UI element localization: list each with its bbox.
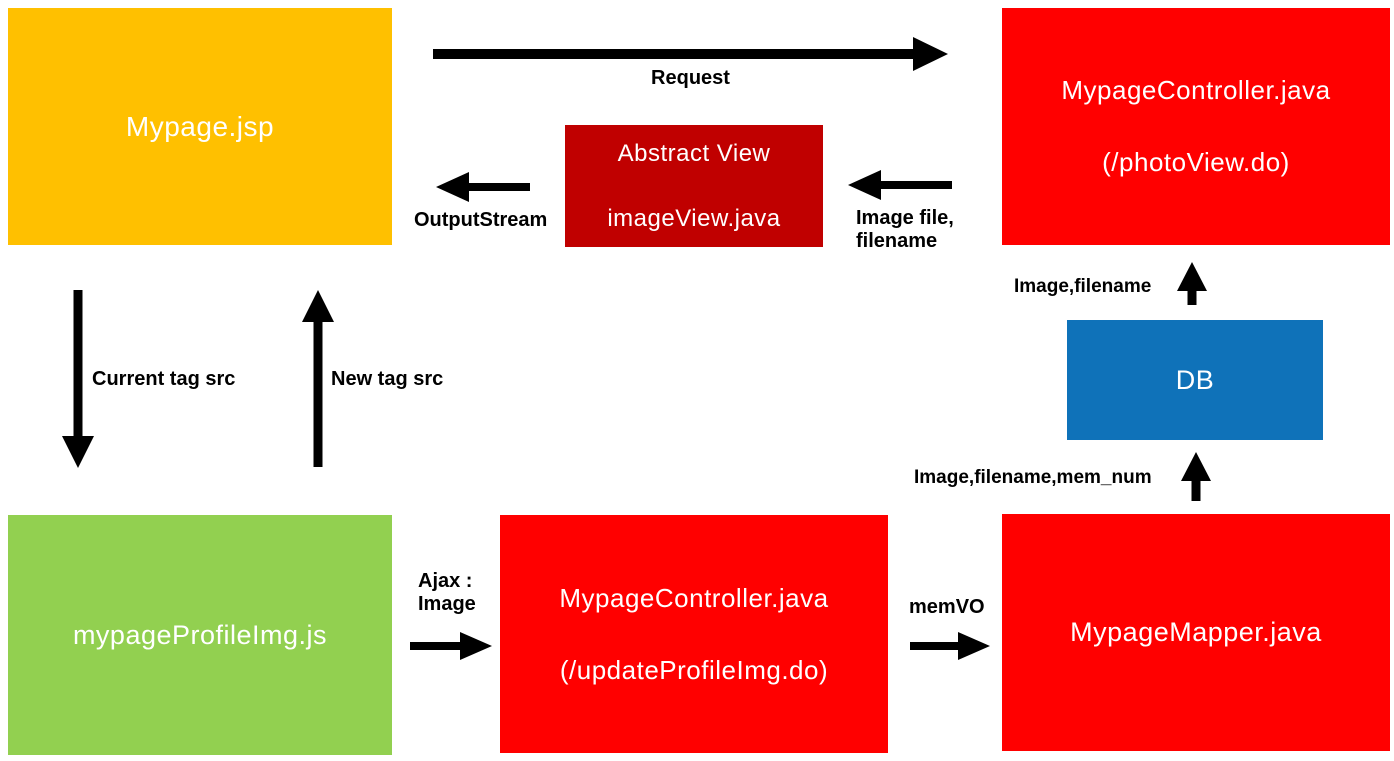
ajax-label-line2: Image bbox=[418, 593, 476, 615]
memvo-arrow bbox=[910, 632, 990, 660]
image-filename-label: Image,filename bbox=[1014, 276, 1152, 297]
node-label-line1: Abstract View bbox=[617, 139, 771, 167]
ajax-image-arrow bbox=[410, 632, 492, 660]
current-tag-src-label: Current tag src bbox=[92, 368, 236, 390]
node-db: DB bbox=[1067, 320, 1323, 440]
new-tag-src-label: New tag src bbox=[331, 368, 444, 390]
db-to-controller-arrow bbox=[1177, 262, 1207, 305]
request-arrow bbox=[433, 37, 948, 71]
node-label: DB bbox=[1175, 364, 1215, 395]
node-mypageprofileimg-js: mypageProfileImg.js bbox=[8, 515, 392, 755]
node-abstract-view: Abstract View imageView.java bbox=[565, 125, 823, 247]
new-tag-src-arrow bbox=[302, 290, 334, 467]
outputstream-label: OutputStream bbox=[414, 209, 548, 231]
ajax-image-label: Ajax : Image bbox=[418, 570, 476, 616]
node-label: mypageProfileImg.js bbox=[72, 619, 328, 650]
node-label-line1: MypageController.java bbox=[1061, 75, 1331, 105]
image-file-arrow bbox=[848, 170, 952, 200]
request-label: Request bbox=[651, 67, 730, 89]
node-mypage-jsp: Mypage.jsp bbox=[8, 8, 392, 245]
node-mypagecontroller-photoview: MypageController.java (/photoView.do) bbox=[1002, 8, 1390, 245]
node-label-line2: (/updateProfileImg.do) bbox=[559, 654, 829, 685]
node-label-line2: (/photoView.do) bbox=[1102, 147, 1290, 177]
memvo-label: memVO bbox=[909, 596, 985, 618]
node-label-line1: MypageController.java bbox=[559, 582, 829, 613]
mapper-to-db-arrow bbox=[1181, 452, 1211, 501]
image-file-label-line1: Image file, bbox=[856, 207, 954, 229]
ajax-label-line1: Ajax : bbox=[418, 570, 473, 592]
outputstream-arrow bbox=[436, 172, 530, 202]
node-mypagemapper: MypageMapper.java bbox=[1002, 514, 1390, 751]
image-filename-memnum-label: Image,filename,mem_num bbox=[914, 467, 1152, 488]
image-file-label-line2: filename bbox=[856, 230, 938, 252]
image-file-filename-label: Image file, filename bbox=[856, 207, 954, 253]
node-label-line2: imageView.java bbox=[607, 204, 781, 232]
node-label: Mypage.jsp bbox=[125, 110, 275, 142]
node-label: MypageMapper.java bbox=[1070, 617, 1322, 647]
node-mypagecontroller-updateprofileimg: MypageController.java (/updateProfileImg… bbox=[500, 515, 888, 753]
current-tag-src-arrow bbox=[62, 290, 94, 468]
